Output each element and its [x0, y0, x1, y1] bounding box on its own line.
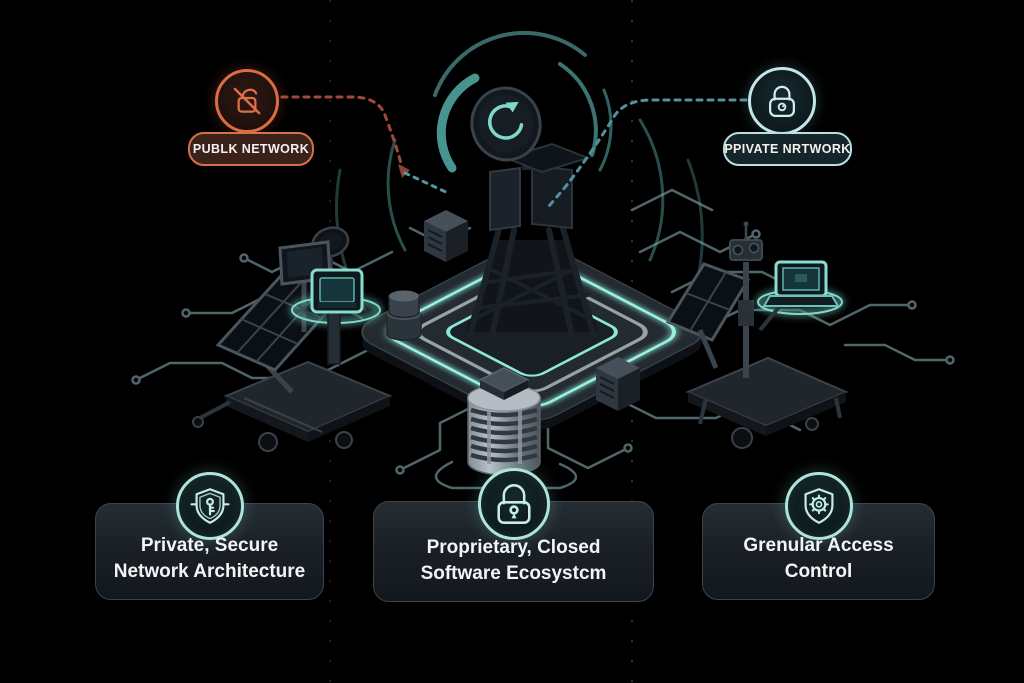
locked-padlock-glyph	[769, 85, 795, 117]
card-title: Private, Secure Network Architecture	[96, 533, 323, 585]
private-network-badge: PPIVATE NRTWORK	[723, 132, 852, 166]
database-cylinder	[467, 367, 541, 476]
card-title-line2: Software Ecosystcm	[420, 563, 607, 584]
shield-gear-glyph	[803, 488, 834, 524]
glowing-terminal	[310, 268, 364, 314]
private-connector-line	[547, 98, 748, 208]
solar-trailer-left	[192, 226, 393, 452]
circuit-traces	[131, 188, 955, 490]
satellite-dish	[470, 86, 542, 162]
no-unlocked-padlock-icon	[215, 69, 279, 133]
radio-wave-arcs	[335, 30, 704, 332]
card-title-line1: Private, Secure	[140, 535, 279, 556]
card-title: Proprietary, Closed Software Ecosystcm	[374, 535, 653, 587]
sensor-head	[729, 221, 763, 261]
padlock-keyhole-glyph	[496, 484, 531, 524]
glowing-laptop	[762, 260, 840, 307]
server-box-right	[596, 357, 640, 411]
feature-card-access-control: Grenular Access Control	[702, 472, 935, 600]
shield-key-icon	[175, 472, 244, 540]
solar-trailer-right	[665, 221, 849, 449]
card-title-line2: Control	[784, 561, 853, 582]
card-title-line2: Network Architecture	[113, 561, 306, 582]
no-unlocked-padlock-glyph	[233, 87, 261, 115]
shield-key-glyph	[189, 488, 230, 524]
public-network-label: PUBLK NETWORK	[192, 142, 310, 156]
comms-tower	[466, 86, 598, 339]
card-title-line1: Proprietary, Closed	[426, 537, 601, 558]
private-network-label: PPIVATE NRTWORK	[724, 142, 851, 156]
public-network-badge: PUBLK NETWORK	[188, 132, 314, 166]
feature-card-network-architecture: Private, Secure Network Architecture	[95, 472, 324, 600]
feature-card-software-ecosystem: Proprietary, Closed Software Ecosystcm	[373, 468, 654, 602]
public-connector-line	[280, 95, 450, 195]
shield-gear-icon	[784, 472, 853, 540]
drum-stack-left	[386, 290, 422, 341]
card-title: Grenular Access Control	[703, 533, 934, 585]
padlock-keyhole-icon	[477, 468, 550, 540]
card-title-line1: Grenular Access	[743, 535, 894, 556]
server-box-upper	[424, 210, 468, 262]
locked-padlock-icon	[748, 67, 816, 135]
